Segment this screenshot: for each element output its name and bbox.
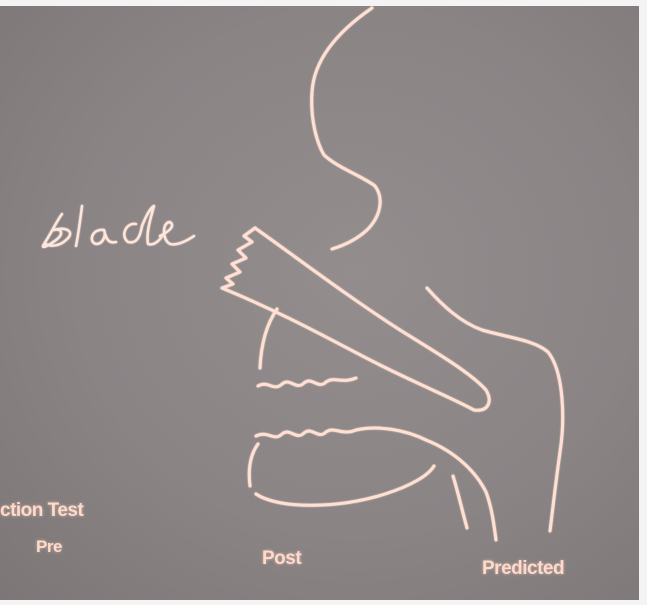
inner-neck-line xyxy=(453,476,467,528)
blade-handwritten-annotation xyxy=(43,206,194,247)
test-label: ction Test xyxy=(0,500,83,522)
predicted-label: Predicted xyxy=(482,558,564,580)
post-label: Post xyxy=(262,548,301,570)
pre-chin-line xyxy=(249,444,258,486)
post-chin-line xyxy=(256,466,434,505)
pre-teeth-line xyxy=(258,378,356,387)
predicted-profile-line xyxy=(427,288,563,531)
blade-lower-edge xyxy=(222,288,474,410)
pre-label: Pre xyxy=(36,537,62,557)
face-profile-line xyxy=(312,8,380,249)
post-teeth-line xyxy=(256,428,496,540)
blade-broken-end xyxy=(222,228,255,288)
upper-lip-line xyxy=(260,309,277,368)
